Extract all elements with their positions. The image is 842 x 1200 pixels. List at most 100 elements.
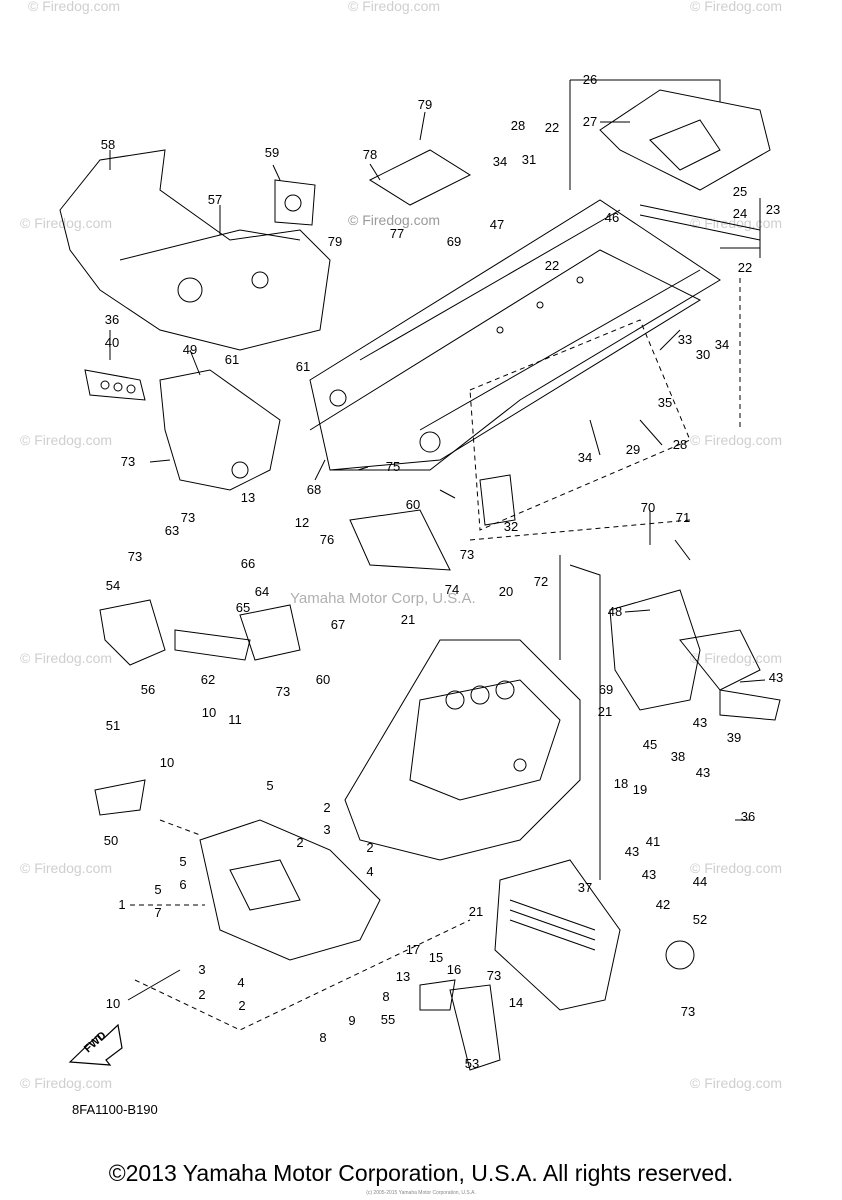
callout-41: 41 — [645, 834, 661, 849]
boot-53-part — [449, 984, 501, 1071]
callout-17: 17 — [405, 942, 421, 957]
callout-1: 1 — [118, 897, 126, 912]
watermark-top-center: © Firedog.com — [348, 0, 441, 14]
callout-52: 52 — [692, 912, 708, 927]
callout-33: 33 — [677, 332, 693, 347]
callout-70: 70 — [640, 500, 656, 515]
callout-7: 7 — [154, 905, 162, 920]
heat-exchanger-14-part — [494, 859, 621, 1011]
callout-46: 46 — [604, 210, 620, 225]
callout-73-b: 73 — [459, 547, 475, 562]
callout-20: 20 — [498, 584, 514, 599]
callout-69-mid: 69 — [598, 682, 614, 697]
callout-55: 55 — [380, 1012, 396, 1027]
rear-bracket-27-part — [599, 89, 771, 191]
disc-52-part — [665, 940, 695, 970]
callout-9: 9 — [348, 1013, 356, 1028]
callout-58: 58 — [100, 137, 116, 152]
callout-11: 11 — [228, 712, 242, 727]
watermark-left-1: © Firedog.com — [20, 215, 113, 231]
skid-plate-74-part — [349, 509, 451, 571]
watermark-top-left: © Firedog.com — [28, 0, 121, 14]
callout-44: 44 — [692, 874, 708, 889]
watermark-left-3: © Firedog.com — [20, 650, 113, 666]
plate-40-part — [84, 369, 146, 401]
callout-13-low: 13 — [395, 969, 411, 984]
callout-36-top: 36 — [104, 312, 120, 327]
callout-47: 47 — [489, 217, 505, 232]
callout-3-b: 3 — [198, 962, 206, 977]
callout-15: 15 — [428, 950, 444, 965]
watermark-right-1: © Firedog.com — [690, 215, 783, 231]
callout-60-top: 60 — [405, 497, 421, 512]
callout-6: 6 — [179, 877, 187, 892]
callout-27: 27 — [582, 114, 598, 129]
callout-43-c: 43 — [695, 765, 711, 780]
callout-45: 45 — [642, 737, 658, 752]
callout-49: 49 — [182, 342, 198, 357]
callout-78: 78 — [362, 147, 378, 162]
callout-77: 77 — [389, 226, 405, 241]
callout-43-b: 43 — [692, 715, 708, 730]
watermark-left-4: © Firedog.com — [20, 860, 113, 876]
callout-73-f: 73 — [680, 1004, 696, 1019]
front-subframe-part — [59, 149, 331, 351]
callout-2-c: 2 — [366, 840, 374, 855]
small-print: (c) 2005-2015 Yamaha Motor Corporation, … — [366, 1190, 476, 1196]
steering-column-48-part — [609, 589, 701, 711]
callout-2-e: 2 — [238, 998, 246, 1013]
callout-29: 29 — [625, 442, 641, 457]
callout-30: 30 — [695, 347, 711, 362]
callout-65: 65 — [235, 600, 251, 615]
callout-22-top: 22 — [544, 120, 560, 135]
callout-3-a: 3 — [323, 822, 331, 837]
callout-24: 24 — [732, 206, 748, 221]
callout-79-top: 79 — [417, 97, 433, 112]
callout-53: 53 — [464, 1056, 480, 1071]
watermark-middle: Yamaha Motor Corp, U.S.A. — [290, 590, 476, 607]
callout-73-d: 73 — [127, 549, 143, 564]
callout-59: 59 — [264, 145, 280, 160]
callout-48: 48 — [607, 604, 623, 619]
callout-10-a: 10 — [201, 705, 217, 720]
main-frame-part — [309, 199, 721, 471]
watermark-center: © Firedog.com — [348, 212, 441, 228]
callout-74: 74 — [444, 582, 460, 597]
watermark-right-4: © Firedog.com — [690, 860, 783, 876]
callout-73-c: 73 — [180, 510, 196, 525]
callout-22-right: 22 — [737, 260, 753, 275]
callout-25: 25 — [732, 184, 748, 199]
plate-78-part — [368, 149, 472, 206]
callout-73-g: 73 — [486, 968, 502, 983]
callout-43-e: 43 — [641, 867, 657, 882]
callout-5-c: 5 — [154, 882, 162, 897]
watermark-top-right: © Firedog.com — [690, 0, 783, 14]
callout-51: 51 — [105, 718, 121, 733]
callout-21-low: 21 — [468, 904, 484, 919]
callout-2-b: 2 — [296, 835, 304, 850]
callout-26: 26 — [582, 72, 598, 87]
callout-32: 32 — [503, 519, 519, 534]
callout-63: 63 — [164, 523, 180, 538]
callout-43-d: 43 — [624, 844, 640, 859]
callout-5-b: 5 — [179, 854, 187, 869]
diagram-code: 8FA1100-B190 — [72, 1102, 158, 1117]
callout-40: 40 — [104, 335, 120, 350]
watermark-right-5: © Firedog.com — [690, 1075, 783, 1091]
callout-10-c: 10 — [105, 996, 121, 1011]
callout-4-b: 4 — [237, 975, 245, 990]
callout-64: 64 — [254, 584, 270, 599]
callout-57: 57 — [207, 192, 223, 207]
callout-31: 31 — [521, 152, 537, 167]
callout-43-a: 43 — [768, 670, 784, 685]
callout-21-mid: 21 — [597, 704, 613, 719]
callout-69-top: 69 — [446, 234, 462, 249]
callout-28-right: 28 — [672, 437, 688, 452]
fwd-arrow: FWD — [68, 1023, 123, 1066]
front-suspension-part — [199, 819, 381, 961]
callout-73-e: 73 — [275, 684, 291, 699]
callout-8-b: 8 — [319, 1030, 327, 1045]
callout-60-mid: 60 — [315, 672, 331, 687]
callout-68: 68 — [306, 482, 322, 497]
